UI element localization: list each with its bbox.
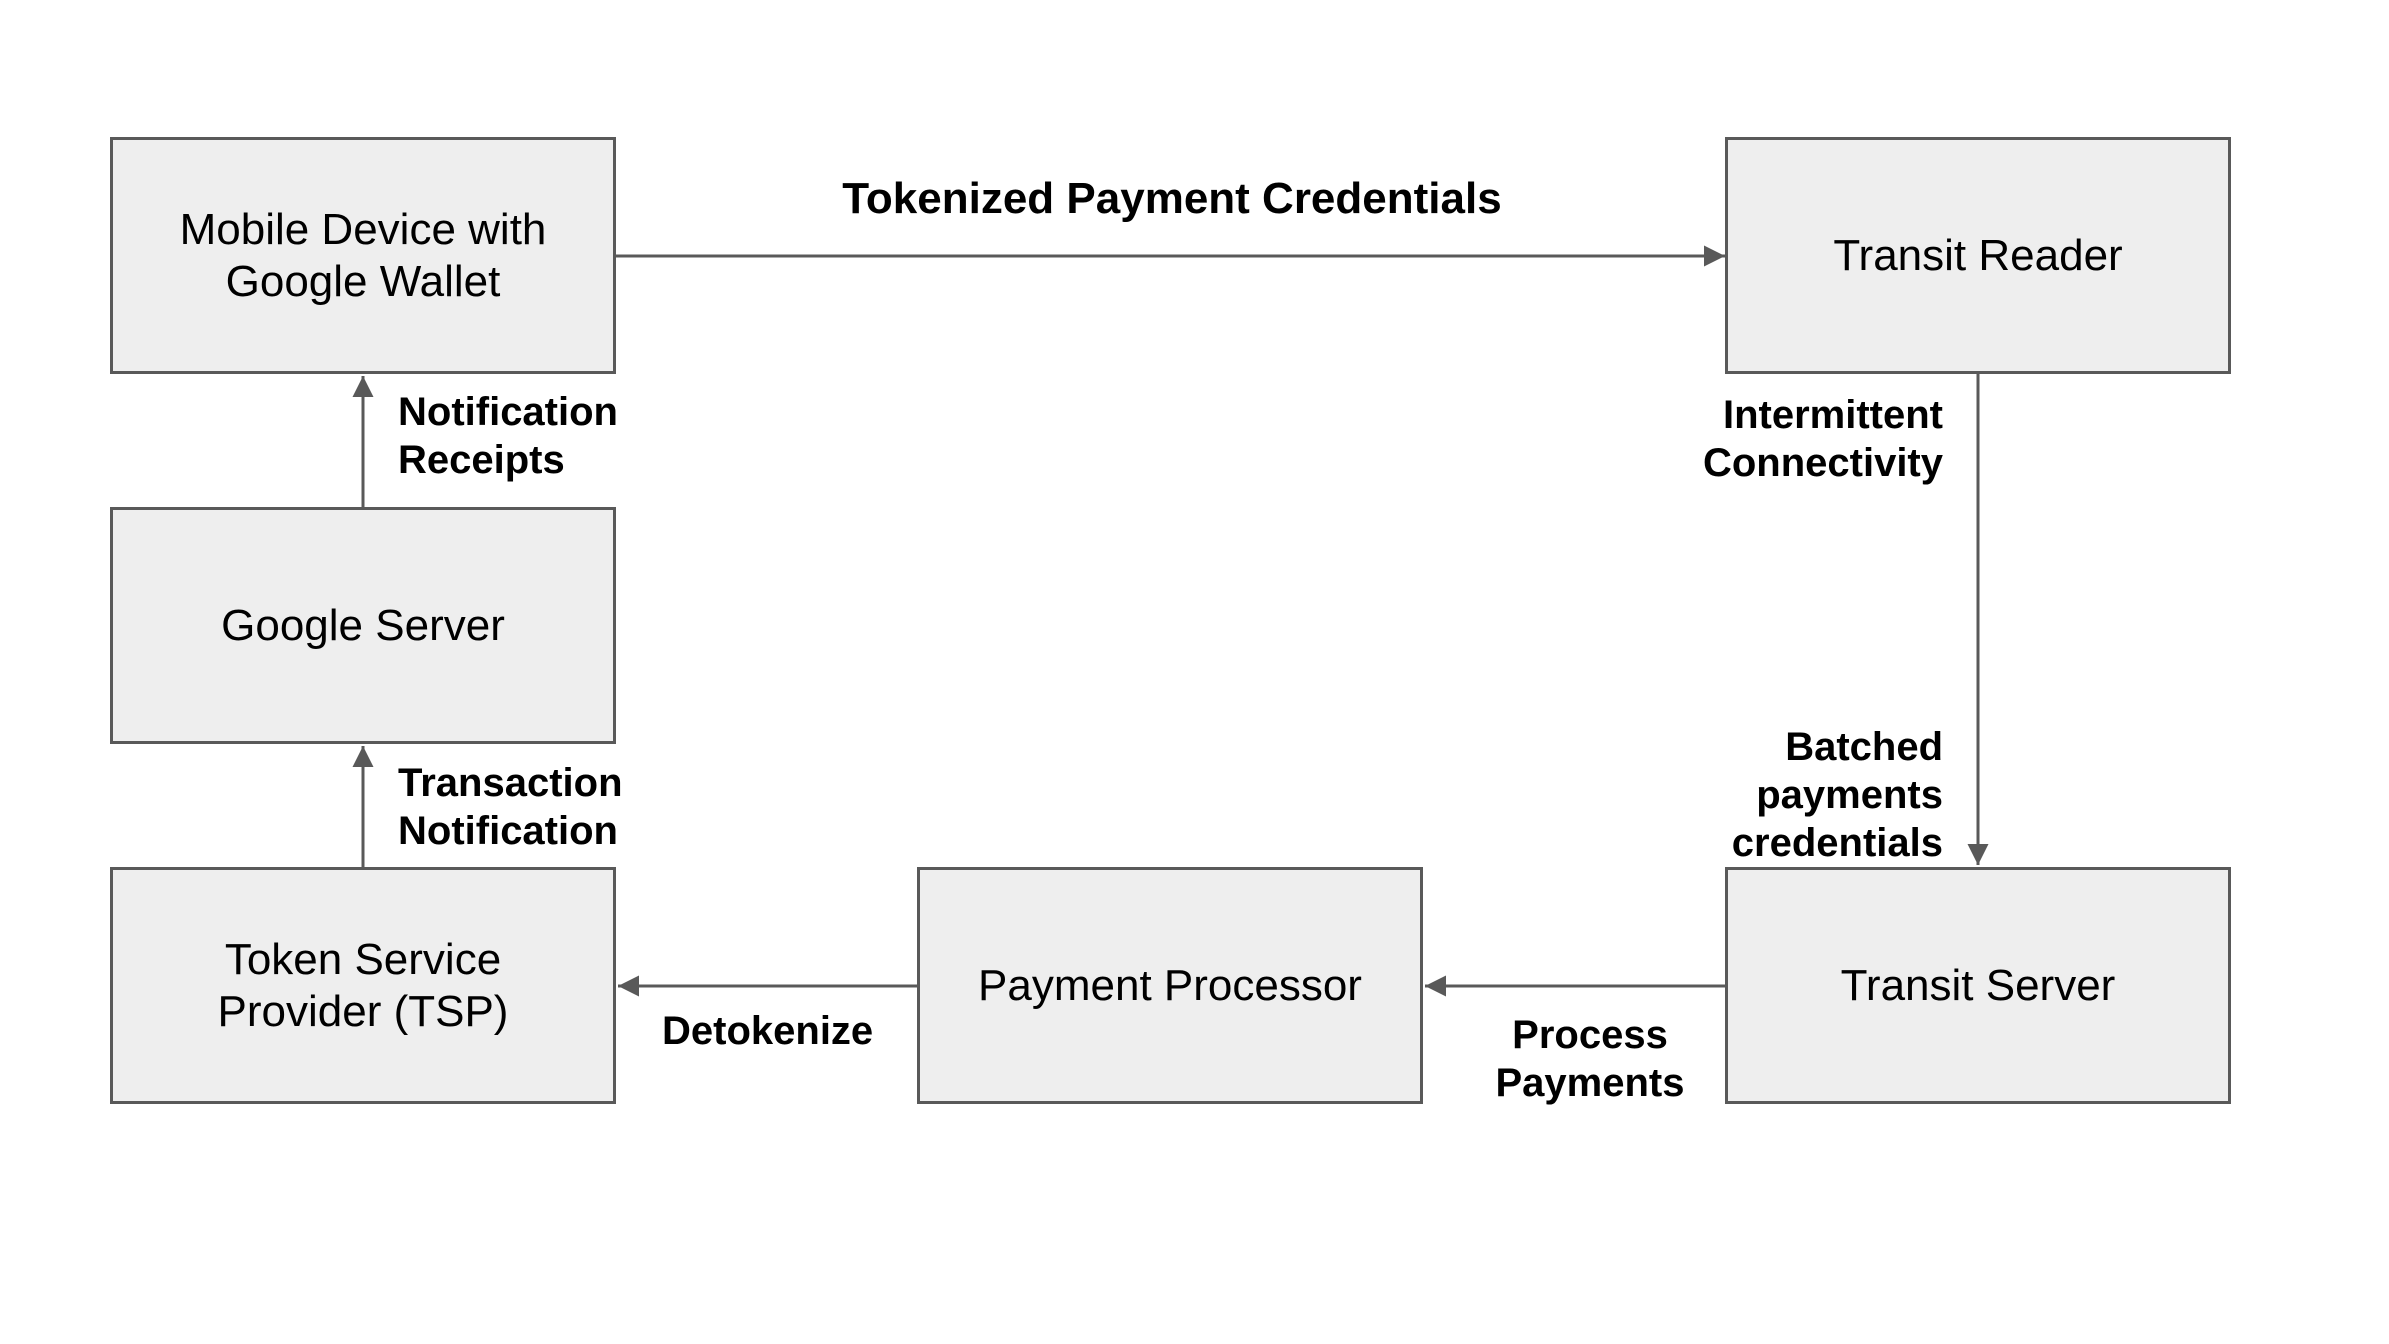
edge-label-intermittent-connectivity: Intermittent Connectivity (1702, 393, 1943, 485)
edge-label-transaction-notification: Transaction Notification (398, 761, 623, 853)
node-google-server: Google Server (110, 507, 616, 744)
node-payment-processor: Payment Processor (917, 867, 1423, 1104)
edge-label-batched-payments-credentials: Batched payments credentials (1731, 725, 1943, 865)
edge-label-tokenized-payment-credentials: Tokenized Payment Credentials (842, 174, 1502, 223)
edge-label-notification-receipts: Notification Receipts (398, 390, 618, 482)
node-mobile-device-google-wallet: Mobile Device with Google Wallet (110, 137, 616, 374)
node-transit-reader: Transit Reader (1725, 137, 2231, 374)
edge-label-process-payments: Process Payments (1495, 1013, 1685, 1105)
edge-label-detokenize: Detokenize (662, 1009, 874, 1053)
node-transit-server: Transit Server (1725, 867, 2231, 1104)
node-token-service-provider: Token Service Provider (TSP) (110, 867, 616, 1104)
